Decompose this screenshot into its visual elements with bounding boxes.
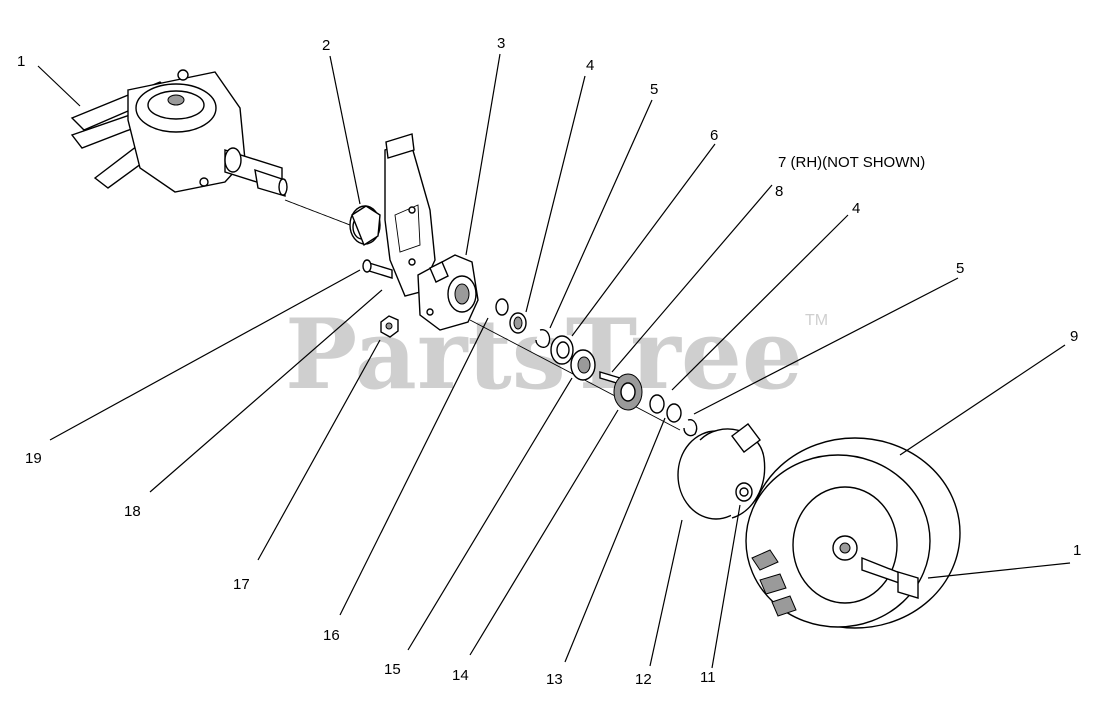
callout-4-second: 4 <box>852 200 860 217</box>
callout-10: 1 <box>1073 542 1081 559</box>
callout-labels: 1 2 3 4 5 6 7 (RH)(NOT SHOWN) 8 4 5 9 1 … <box>17 35 1081 688</box>
callout-3: 3 <box>497 35 505 52</box>
callout-8: 8 <box>775 183 783 200</box>
callout-1: 1 <box>17 53 25 70</box>
watermark-text: PartsTree <box>285 298 803 411</box>
callout-15: 15 <box>384 661 401 678</box>
part-4-retaining-ring <box>495 298 527 334</box>
transmission-axle-assembly <box>70 69 288 197</box>
leader-lines <box>37 53 1071 669</box>
part-8-bearing <box>570 349 596 381</box>
part-13-pinion-gear <box>613 373 643 411</box>
callout-12: 12 <box>635 671 652 688</box>
part-17-nut <box>380 315 399 338</box>
callout-2: 2 <box>322 37 330 54</box>
callout-5-second: 5 <box>956 260 964 277</box>
callout-16: 16 <box>323 627 340 644</box>
part-12-gear-cover <box>677 423 766 520</box>
watermark-trademark: TM <box>805 312 828 329</box>
part-4-retaining-ring-second <box>649 394 682 423</box>
part-3-height-bracket <box>384 133 436 297</box>
part-18-19-screws <box>362 259 393 279</box>
part-10-bolt <box>861 556 919 599</box>
callout-14: 14 <box>452 667 469 684</box>
callout-19: 19 <box>25 450 42 467</box>
callout-18: 18 <box>124 503 141 520</box>
part-16-pivot-plate <box>417 254 479 331</box>
callout-5: 5 <box>650 81 658 98</box>
callout-7: 7 (RH)(NOT SHOWN) <box>778 154 925 171</box>
callout-11: 11 <box>700 669 716 686</box>
part-2-bushing <box>349 205 381 247</box>
part-9-wheel <box>745 437 961 629</box>
callout-9: 9 <box>1070 328 1078 345</box>
callout-17: 17 <box>233 576 250 593</box>
part-6-bearing <box>550 335 574 365</box>
callout-4: 4 <box>586 57 594 74</box>
callout-13: 13 <box>546 671 563 688</box>
part-5-e-clip-second <box>683 419 698 437</box>
part-5-e-clip <box>535 329 551 348</box>
callout-6: 6 <box>710 127 718 144</box>
